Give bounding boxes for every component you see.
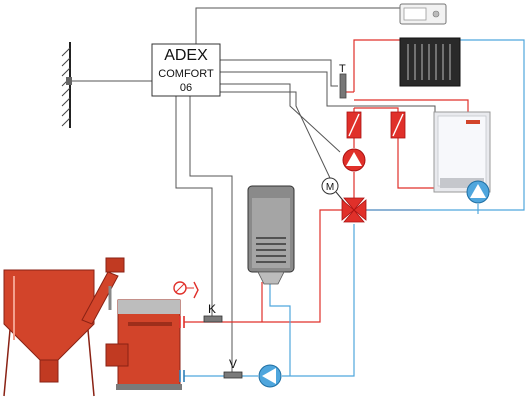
room-panel: [399, 3, 447, 25]
motor-label: M: [326, 182, 334, 193]
pellet-auger: [81, 257, 125, 325]
signal-wires: [72, 7, 436, 372]
hot-water-tank: [247, 185, 295, 285]
sensor-v-label: V: [229, 357, 237, 371]
return-pipes: [184, 39, 525, 377]
pellet-silo: [3, 269, 95, 397]
thermostat-label: T: [339, 63, 346, 75]
safety-valve: [173, 281, 199, 299]
thermostat-sensor: T: [339, 63, 347, 99]
check-valve-left: [346, 111, 362, 139]
supply-flange: [179, 316, 185, 328]
check-valve-right: [390, 111, 406, 139]
sensor-v: V: [223, 357, 243, 379]
outdoor-wall: [61, 42, 72, 128]
controller: ADEX COMFORT 06: [151, 43, 221, 97]
boiler-pump: [466, 180, 490, 204]
room-panel-knob: [432, 10, 440, 18]
mixing-valve: [341, 197, 367, 223]
sensor-k-label: K: [208, 302, 216, 316]
controller-number: 06: [180, 82, 192, 94]
controller-brand: ADEX: [164, 47, 208, 64]
outdoor-sensor: [66, 77, 72, 85]
radiator: [399, 37, 461, 87]
return-flange: [179, 370, 185, 382]
room-panel-display: [403, 7, 427, 21]
pellet-boiler: [105, 299, 182, 390]
gas-boiler: [433, 111, 491, 193]
circulation-pump: [342, 148, 366, 172]
controller-model: COMFORT: [158, 68, 214, 80]
sensor-k: K: [203, 302, 223, 323]
gas-boiler-logo: [466, 120, 480, 124]
return-pump: [258, 364, 282, 388]
pellet-burner: [105, 343, 129, 367]
